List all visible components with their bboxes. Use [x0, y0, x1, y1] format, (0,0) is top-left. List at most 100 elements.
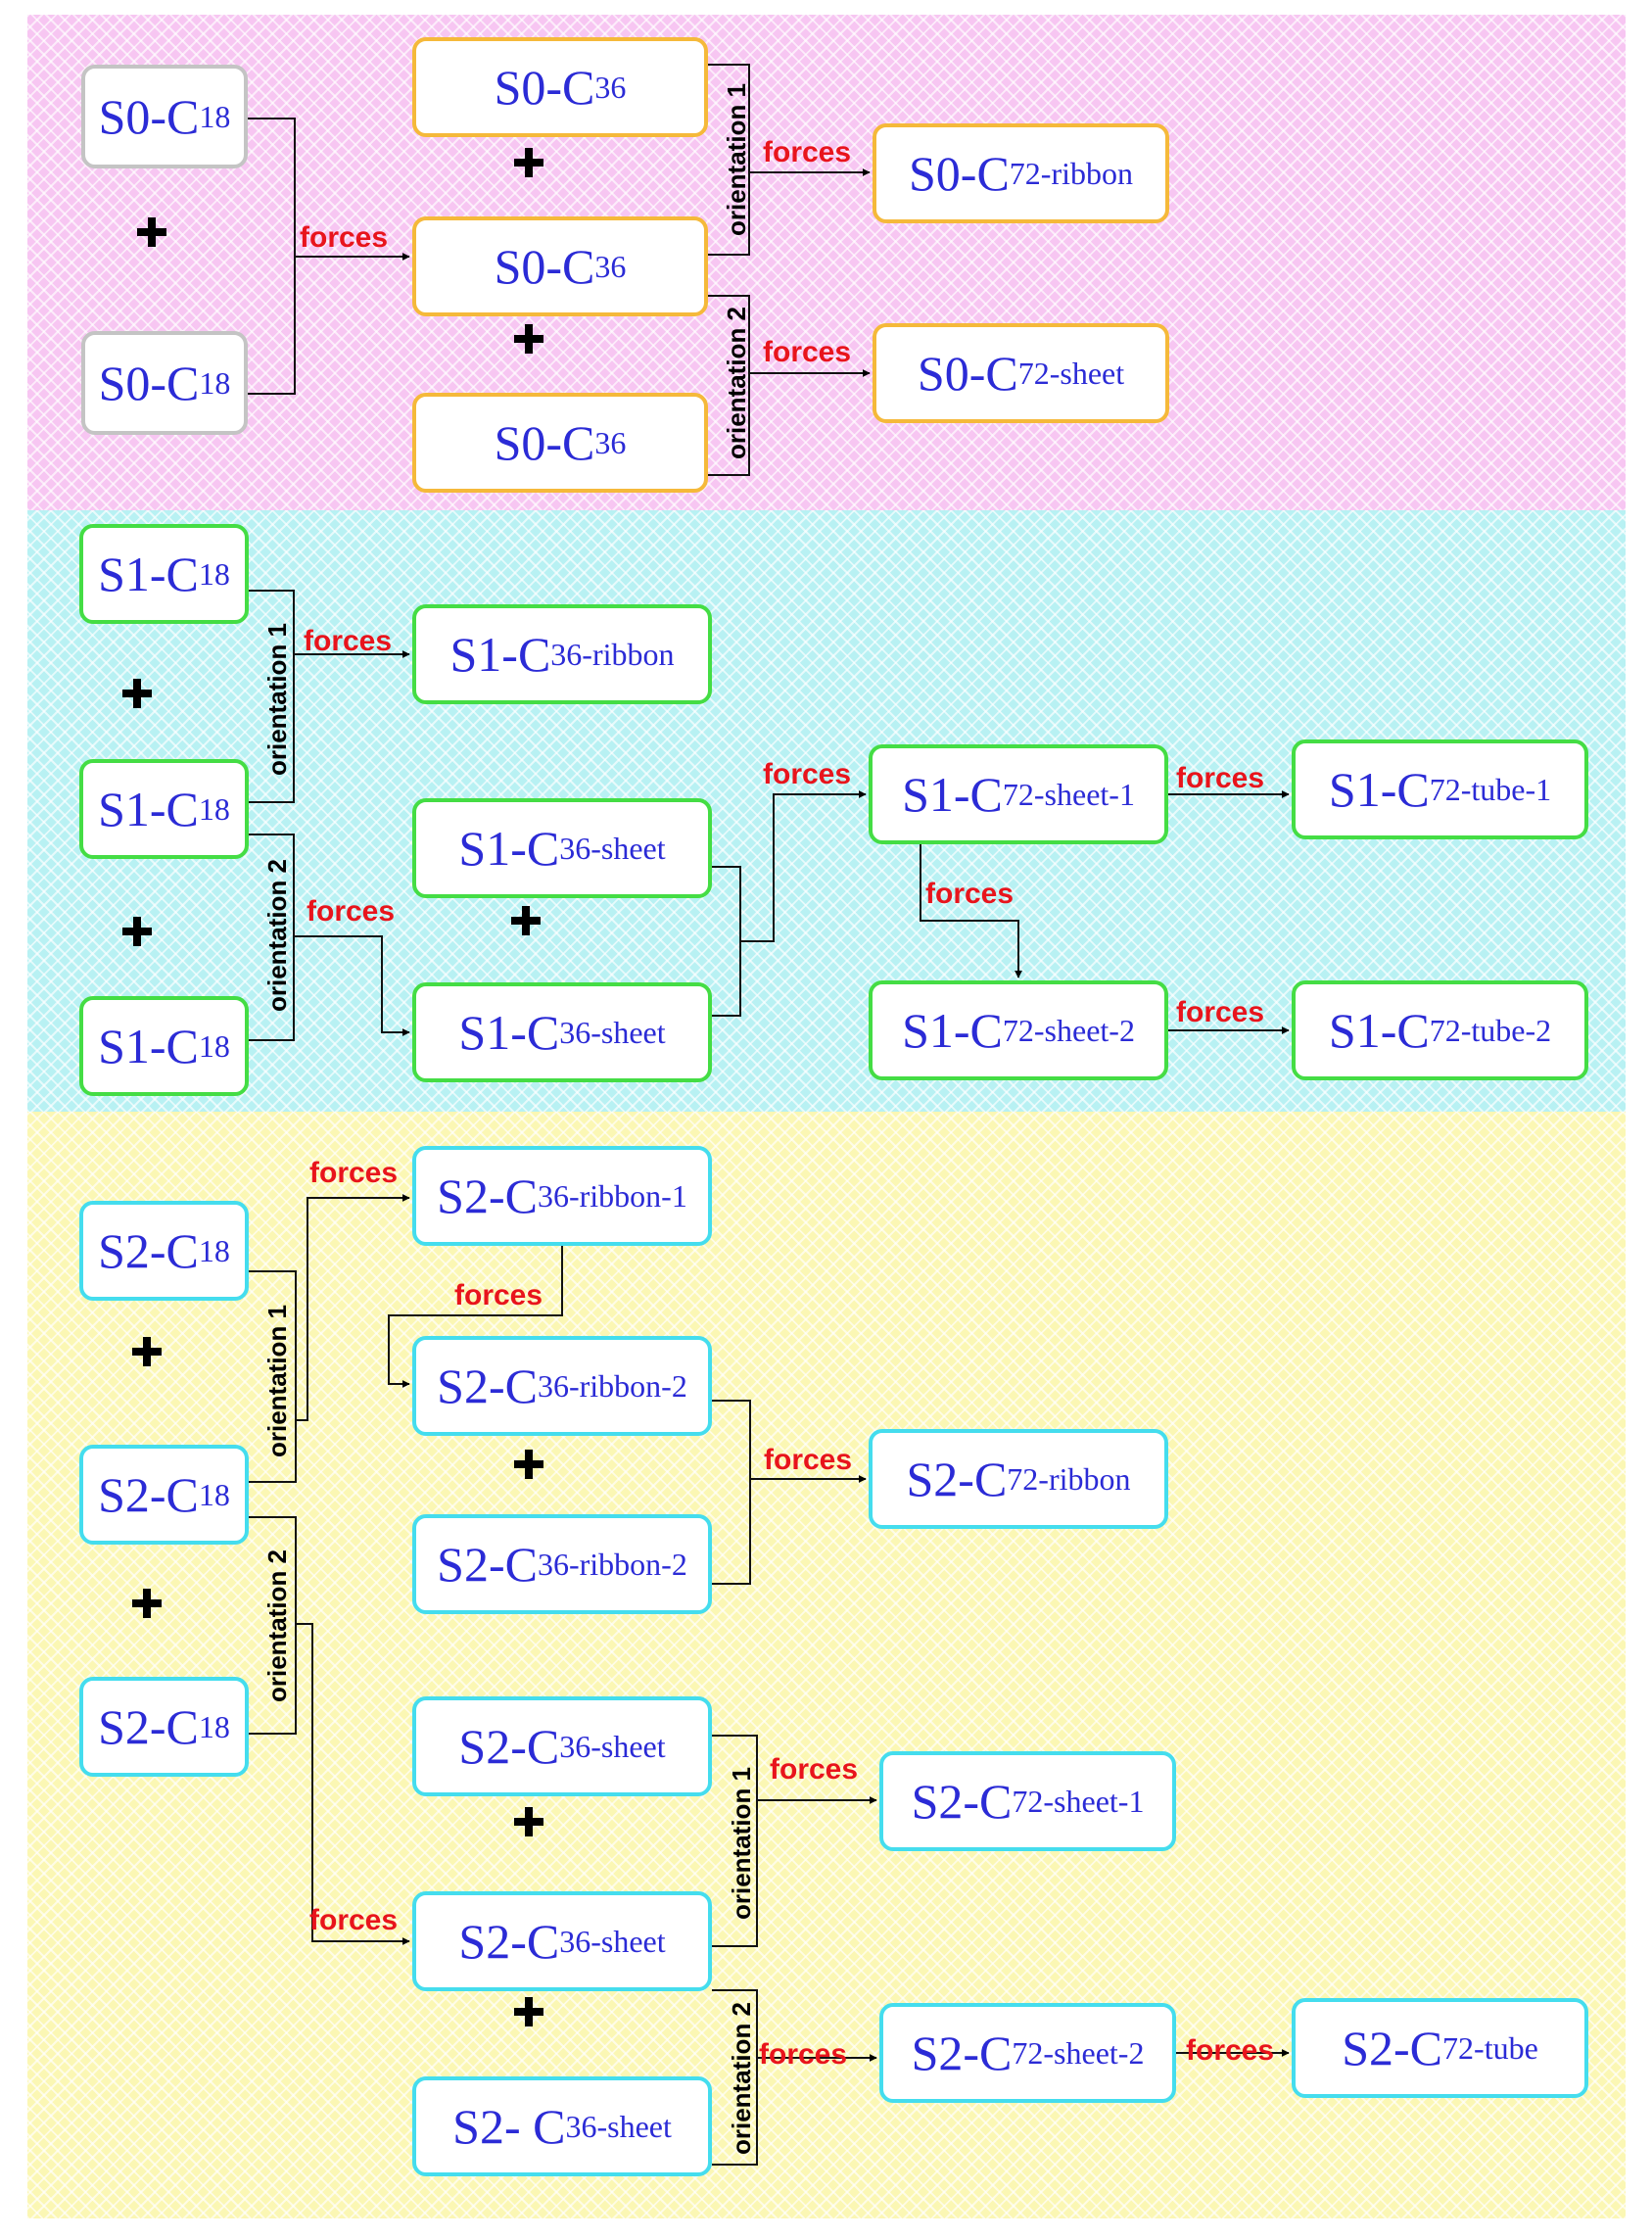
node-prefix: S2-C: [98, 1223, 199, 1278]
node-prefix: S0-C: [494, 415, 595, 470]
node-subscript: 36-ribbon: [550, 636, 675, 672]
forces-label: forces: [763, 136, 852, 168]
forces-label: forces: [1176, 762, 1265, 794]
forces-arrow: [920, 844, 1022, 978]
forces-label: forces: [304, 625, 393, 657]
orientation-label: orientation 2: [722, 306, 751, 460]
node-prefix: S2-C: [911, 1774, 1013, 1829]
node-subscript: 72-sheet: [1017, 355, 1125, 391]
node-subscript: 18: [198, 1027, 230, 1064]
node-subscript: 72-sheet-2: [1002, 1012, 1135, 1048]
node-subscript: 72-tube-1: [1429, 771, 1552, 807]
node-prefix: S0-C: [98, 356, 200, 410]
connector-line: [712, 1400, 751, 1585]
node-prefix: S1-C: [98, 547, 199, 601]
node-prefix: S2- C: [452, 2099, 566, 2154]
node-prefix: S2-C: [437, 1537, 538, 1592]
forces-label: forces: [764, 1444, 853, 1476]
plus-icon: [514, 324, 543, 354]
plus-icon: [514, 148, 543, 177]
node-prefix: S1-C: [1328, 762, 1430, 817]
node-subscript: 36: [594, 69, 627, 105]
node-subscript: 36: [594, 248, 627, 284]
node-subscript: 36-sheet: [559, 830, 666, 866]
node-prefix: S0-C: [494, 60, 595, 115]
plus-icon: [511, 906, 541, 935]
connector-line: [708, 64, 750, 256]
plus-icon: [137, 217, 166, 247]
node-prefix: S2-C: [98, 1699, 199, 1754]
forces-arrow: [294, 935, 410, 1036]
connector-line: [712, 866, 741, 1017]
plus-icon: [132, 1589, 162, 1618]
forces-label: forces: [309, 1904, 399, 1936]
connector-line: [248, 118, 296, 395]
plus-icon: [514, 1997, 543, 2026]
plus-icon: [132, 1337, 162, 1366]
forces-label: forces: [309, 1157, 399, 1189]
orientation-label: orientation 1: [727, 1766, 756, 1921]
connector-line: [712, 1735, 758, 1947]
forces-label: forces: [759, 2038, 848, 2071]
node-subscript: 72-sheet-1: [1012, 1783, 1145, 1819]
forces-arrow: [388, 1246, 563, 1388]
node-subscript: 72-ribbon: [1007, 1460, 1131, 1497]
node-prefix: S0-C: [98, 89, 200, 144]
node-subscript: 18: [198, 1476, 230, 1512]
node-subscript: 36-sheet: [559, 1728, 666, 1764]
node-prefix: S2-C: [437, 1168, 538, 1223]
node-prefix: S2-C: [98, 1467, 199, 1522]
node-subscript: 36-sheet: [565, 2108, 672, 2144]
node-prefix: S2-C: [437, 1358, 538, 1413]
plus-icon: [122, 917, 152, 946]
forces-label: forces: [763, 758, 852, 790]
node-subscript: 36-sheet: [559, 1014, 666, 1050]
node-prefix: S0-C: [494, 239, 595, 294]
orientation-label: orientation 1: [262, 622, 292, 777]
forces-label: forces: [1176, 996, 1265, 1028]
connector-line: [249, 590, 295, 803]
node-subscript: 18: [198, 1708, 230, 1744]
node-prefix: S2-C: [911, 2026, 1013, 2080]
node-prefix: S0-C: [908, 146, 1010, 201]
connector-line: [249, 1270, 297, 1483]
orientation-label: orientation 2: [262, 1549, 292, 1703]
panel-s0: [27, 15, 1626, 510]
node-prefix: S2-C: [1342, 2021, 1443, 2075]
orientation-label: orientation 2: [727, 2001, 756, 2156]
node-subscript: 18: [199, 98, 231, 134]
forces-label: forces: [1186, 2034, 1275, 2067]
plus-icon: [514, 1450, 543, 1479]
node-subscript: 18: [198, 555, 230, 592]
node-prefix: S1-C: [98, 782, 199, 836]
forces-label: forces: [763, 336, 852, 368]
node-subscript: 18: [198, 1232, 230, 1268]
forces-label: forces: [925, 878, 1015, 910]
forces-label: forces: [300, 221, 389, 254]
node-subscript: 72-tube-2: [1429, 1012, 1552, 1048]
connector-line: [708, 295, 750, 476]
forces-label: forces: [770, 1753, 859, 1786]
node-prefix: S1-C: [902, 767, 1003, 822]
